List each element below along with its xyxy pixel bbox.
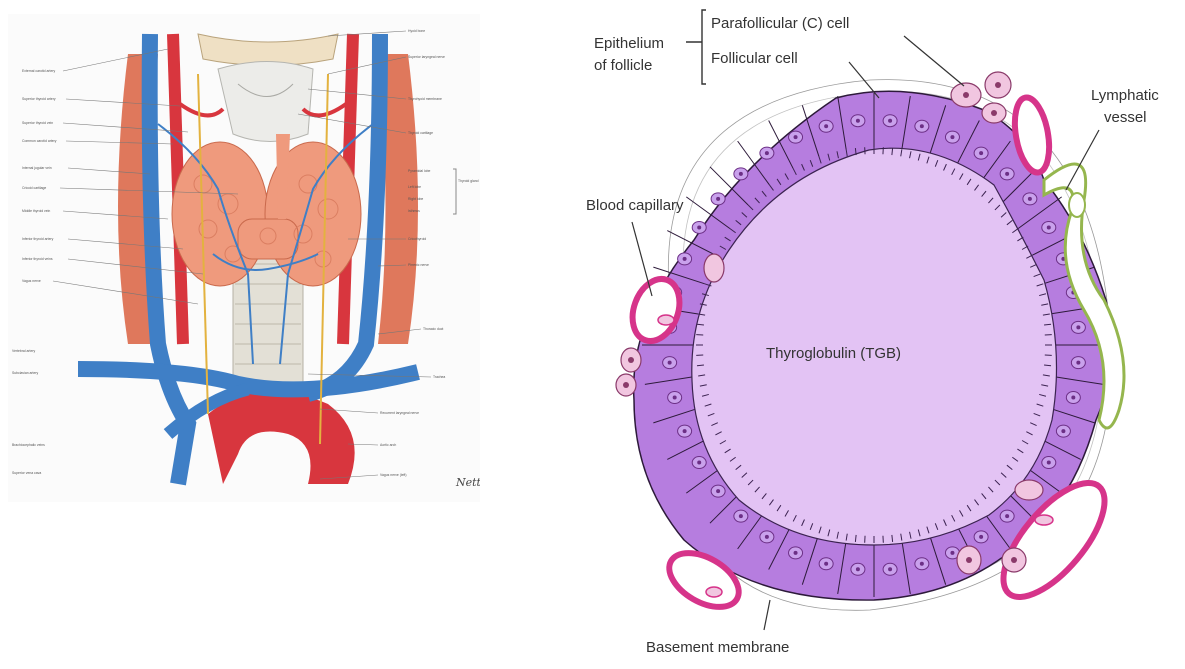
label-epithelium: Epithelium (594, 35, 664, 52)
label-thoracic-duct: Thoracic duct (423, 327, 443, 331)
label-external-carotid-artery: External carotid artery (22, 69, 55, 73)
nucleolus (1061, 429, 1065, 433)
nucleolus (979, 151, 983, 155)
label-cricothyroid: Cricothyroid (408, 237, 426, 241)
thyroid-follicle-diagram: Epithelium of follicle Parafollicular (C… (574, 0, 1185, 664)
nucleolus (683, 429, 687, 433)
label-isthmus: Isthmus (408, 209, 420, 213)
label-trachea: Trachea (433, 375, 445, 379)
label-phrenic-nerve: Phrenic nerve (408, 263, 429, 267)
nucleolus (794, 551, 798, 555)
nucleolus (856, 567, 860, 571)
label-common-carotid-artery: Common carotid artery (22, 139, 57, 143)
label-superior-thyroid-artery: Superior thyroid artery (22, 97, 56, 101)
nucleolus (697, 225, 701, 229)
nucleolus (920, 124, 924, 128)
nucleolus (1047, 461, 1051, 465)
nucleolus (950, 551, 954, 555)
nucleolus (979, 535, 983, 539)
label-right-lobe: Right lobe (408, 197, 423, 201)
label-thyroid-gland-bracket: Thyroid gland (458, 179, 479, 183)
nucleolus (856, 119, 860, 123)
label-vertebral-artery: Vertebral artery (12, 349, 35, 353)
label-middle-thyroid-vein: Middle thyroid vein (22, 209, 50, 213)
label-superior-laryngeal-nerve: Superior laryngeal nerve (408, 55, 445, 59)
nucleolus (683, 257, 687, 261)
label-lymphatic: Lymphatic (1091, 87, 1159, 104)
label-superior-vena-cava: Superior vena cava (12, 471, 41, 475)
nucleolus (950, 135, 954, 139)
label-recurrent-laryngeal-nerve: Recurrent laryngeal nerve (380, 411, 419, 415)
label-thyrohyoid-membrane: Thyrohyoid membrane (408, 97, 442, 101)
nucleolus (1071, 396, 1075, 400)
nucleolus (765, 535, 769, 539)
nucleolus (920, 562, 924, 566)
label-inferior-thyroid-artery: Inferior thyroid artery (22, 237, 54, 241)
nucleolus (1028, 197, 1032, 201)
nucleolus (824, 124, 828, 128)
label-left-vagus-nerve: Vagus nerve (left) (380, 473, 407, 477)
nucleolus (1076, 325, 1080, 329)
label-vagus-nerve: Vagus nerve (22, 279, 41, 283)
label-hyoid-bone: Hyoid bone (408, 29, 425, 33)
label-superior-thyroid-vein: Superior thyroid vein (22, 121, 53, 125)
label-internal-jugular-vein: Internal jugular vein (22, 166, 52, 170)
nucleolus (697, 461, 701, 465)
nucleolus (1047, 225, 1051, 229)
nucleolus (739, 172, 743, 176)
nucleolus (824, 562, 828, 566)
label-cricoid-cartilage: Cricoid cartilage (22, 186, 46, 190)
nucleolus (716, 197, 720, 201)
label-inferior-thyroid-veins: Inferior thyroid veins (22, 257, 53, 261)
label-parafollicular-c-cell: Parafollicular (C) cell (711, 15, 849, 32)
nucleolus (794, 135, 798, 139)
nucleolus (668, 361, 672, 365)
label-of-follicle: of follicle (594, 57, 652, 74)
label-basement-membrane: Basement membrane (646, 639, 789, 656)
thyroid-anatomy-illustration: External carotid artery Superior thyroid… (8, 14, 480, 502)
label-subclavian-artery: Subclavian artery (12, 371, 39, 375)
nucleolus (716, 489, 720, 493)
label-brachiocephalic-veins: Brachiocephalic veins (12, 443, 45, 447)
nucleolus (1076, 361, 1080, 365)
nucleolus (739, 514, 743, 518)
nucleolus (888, 567, 892, 571)
label-thyroglobulin: Thyroglobulin (TGB) (766, 345, 901, 362)
label-blood-capillary: Blood capillary (586, 197, 684, 214)
label-vessel: vessel (1104, 109, 1147, 126)
nucleolus (1005, 514, 1009, 518)
label-aortic-arch: Aortic arch (380, 443, 396, 447)
label-left-lobe: Left lobe (408, 185, 421, 189)
label-follicular-cell: Follicular cell (711, 50, 798, 67)
label-pyramidal-lobe: Pyramidal lobe (408, 169, 431, 173)
nucleolus (888, 119, 892, 123)
label-thyroid-cartilage: Thyroid cartilage (408, 131, 433, 135)
nucleolus (673, 396, 677, 400)
nucleolus (1005, 172, 1009, 176)
nucleolus (765, 151, 769, 155)
artist-signature: Netter (455, 476, 480, 489)
